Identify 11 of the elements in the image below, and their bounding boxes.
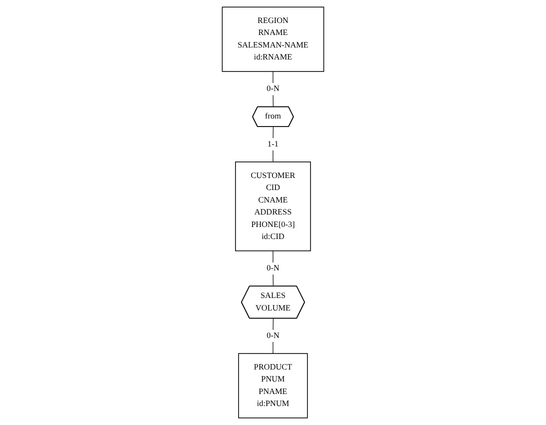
connector (272, 71, 274, 108)
edge-label: 0-N (266, 84, 280, 94)
node-box: CUSTOMER CID CNAME ADDRESS PHONE[0-3] id:CID (235, 162, 311, 252)
edge-label: 0-N (266, 331, 280, 340)
node-box: PRODUCT PNUM PNAME id:PNUM (238, 353, 308, 418)
connector (272, 318, 274, 354)
connector (272, 250, 274, 287)
node-box: REGION RNAME SALESMAN-NAME id:RNAME (222, 6, 324, 72)
connector (272, 126, 274, 162)
edge-label: 0-N (266, 264, 280, 273)
edge-label: 1-1 (268, 140, 278, 148)
